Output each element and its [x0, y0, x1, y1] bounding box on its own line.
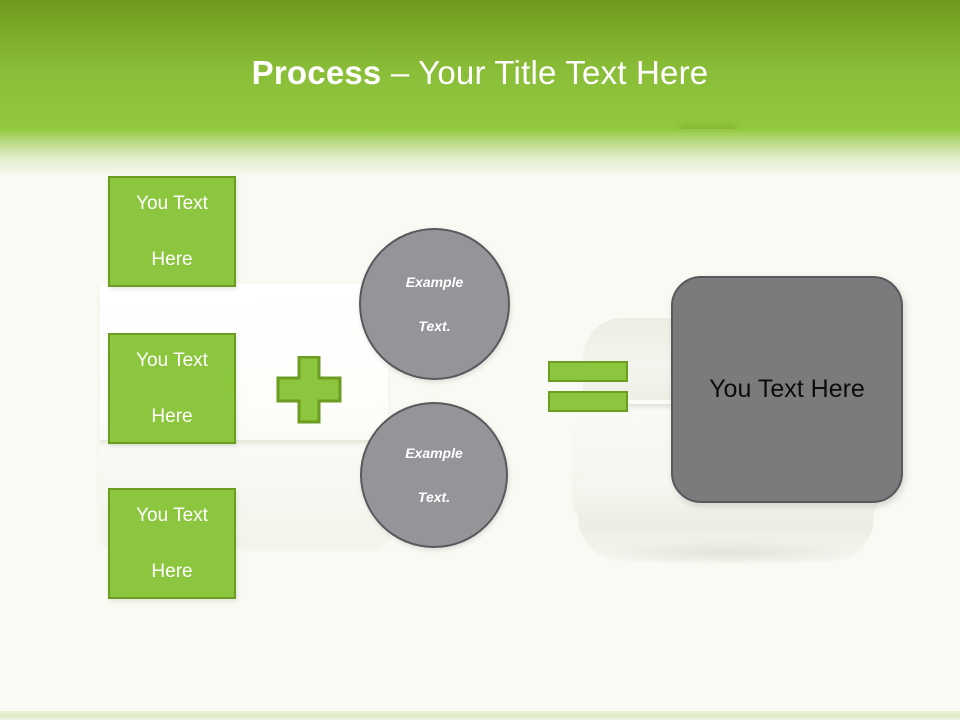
page-title-bold: Process: [251, 54, 382, 91]
example-circle-1[interactable]: Example Text.: [359, 228, 510, 380]
input-box-2-label: You Text Here: [110, 347, 234, 431]
input-box-1-line2: Here: [151, 248, 193, 270]
input-box-1[interactable]: You Text Here: [108, 176, 236, 287]
input-box-3-line2: Here: [151, 560, 193, 582]
page-title-regular: – Your Title Text Here: [381, 54, 709, 91]
input-box-2-line1: You Text: [136, 349, 208, 371]
example-circle-2-label: Example Text.: [362, 442, 506, 508]
input-box-1-line1: You Text: [136, 192, 208, 214]
plus-icon: [276, 356, 342, 424]
footer-accent-line: [0, 711, 960, 720]
input-box-2-line2: Here: [151, 405, 193, 427]
example-circle-1-label: Example Text.: [361, 271, 508, 337]
watermark-right-shadow: [594, 540, 864, 566]
input-box-3[interactable]: You Text Here: [108, 488, 236, 599]
watermark-left-seam: [100, 440, 388, 447]
example-circle-1-line2: Text.: [418, 318, 451, 334]
input-box-3-label: You Text Here: [110, 502, 234, 586]
header-band: [0, 0, 960, 130]
input-box-3-line1: You Text: [136, 504, 208, 526]
page-title: Process – Your Title Text Here: [0, 52, 960, 94]
header-gradient-fade: [0, 129, 960, 175]
example-circle-2-line2: Text.: [417, 489, 451, 505]
equals-bar-top: [548, 361, 628, 382]
equals-bar-bottom: [548, 391, 628, 412]
example-circle-1-line1: Example: [405, 274, 464, 290]
example-circle-2-line1: Example: [405, 445, 463, 461]
input-box-2[interactable]: You Text Here: [108, 333, 236, 444]
result-box-label: You Text Here: [709, 375, 865, 403]
example-circle-2[interactable]: Example Text.: [360, 402, 508, 548]
input-box-1-label: You Text Here: [110, 190, 234, 274]
result-box[interactable]: You Text Here: [671, 276, 903, 503]
equals-icon: [548, 361, 630, 413]
